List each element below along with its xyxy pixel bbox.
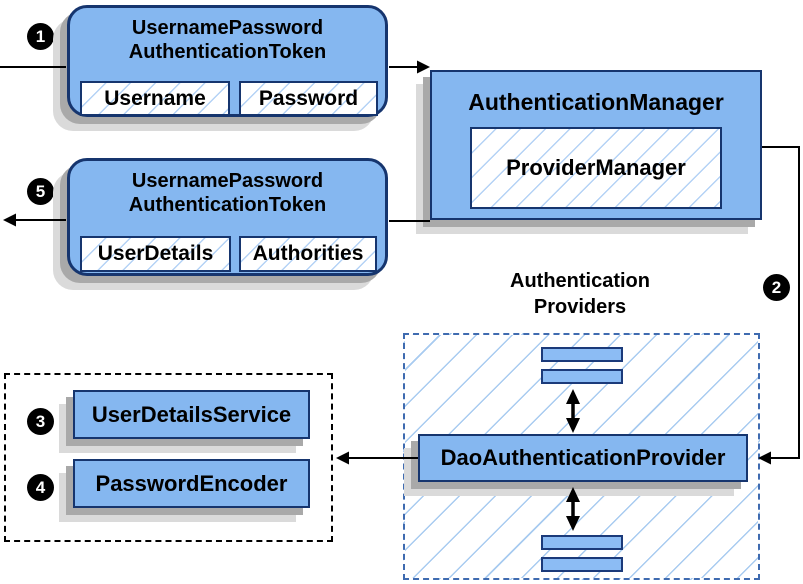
step-3-badge: 3 [27,408,54,435]
arrowhead-left-icon [336,451,349,465]
response-token-node: UsernamePassword AuthenticationToken Use… [67,158,388,276]
step-1-badge: 1 [27,23,54,50]
authentication-manager-node: AuthenticationManager ProviderManager [430,70,762,220]
request-token-title: UsernamePassword AuthenticationToken [70,8,385,64]
authentication-providers-heading-line1: Authentication [510,270,650,292]
username-field: Username [80,81,230,116]
authentication-manager-title: AuthenticationManager [468,89,724,115]
user-details-service-node: UserDetailsService [73,390,310,439]
password-encoder-node: PasswordEncoder [73,459,310,508]
step-4-badge: 4 [27,474,54,501]
request-token-node: UsernamePassword AuthenticationToken Use… [67,5,388,117]
request-token-title-line2: AuthenticationToken [128,41,327,63]
response-token-title-line1: UsernamePassword [131,170,324,192]
authentication-providers-heading: Authentication Providers [470,268,690,320]
dao-authentication-provider-node: DaoAuthenticationProvider [418,434,748,482]
response-token-title: UsernamePassword AuthenticationToken [70,161,385,217]
request-token-title-line1: UsernamePassword [131,17,324,39]
collaborators-container [4,373,333,542]
provider-bar [541,557,623,572]
provider-bar [541,347,623,362]
authorities-field: Authorities [239,236,377,272]
arrowhead-right-icon [417,60,430,74]
response-token-title-line2: AuthenticationToken [128,194,327,216]
provider-bar [541,369,623,384]
authentication-providers-heading-line2: Providers [533,296,627,318]
provider-manager-box: ProviderManager [470,127,722,209]
password-field: Password [239,81,378,116]
provider-bar [541,535,623,550]
arrowhead-left-icon [3,213,16,227]
step-5-badge: 5 [27,178,54,205]
manager-to-provider-line [762,146,800,459]
step-2-badge: 2 [763,274,790,301]
user-details-field: UserDetails [80,236,231,272]
